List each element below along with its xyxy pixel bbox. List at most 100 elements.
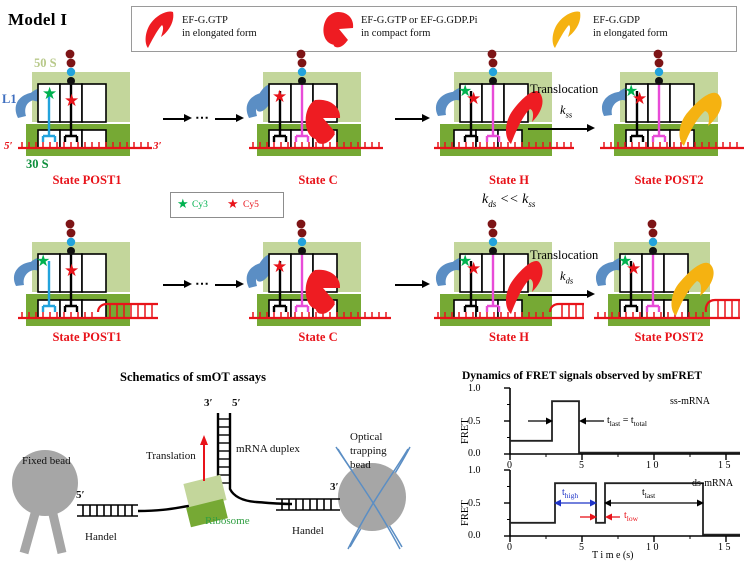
label-3prime-top: 3′ xyxy=(204,397,213,409)
svg-text:★: ★ xyxy=(626,259,641,278)
ribosome-diagram: ★ ★ xyxy=(434,219,584,326)
label-5prime-top: 5′ xyxy=(232,397,241,409)
transition-row1-1 xyxy=(395,112,435,128)
ribosome-diagram: ★ xyxy=(246,219,391,326)
legend-line-3b: in elongated form xyxy=(593,27,668,39)
legend-item-efg-gdp-elongated: EF-G.GDP in elongated form xyxy=(545,7,735,51)
cy3-label: Cy3 xyxy=(192,200,208,210)
efg-compact-red-icon xyxy=(305,269,341,314)
efg-legend-box: EF-G.GTP in elongated form EF-G.GTP or E… xyxy=(131,6,737,52)
legend-line-2a: EF-G.GTP or EF-G.GDP.Pi xyxy=(361,15,478,26)
legend-line-2b: in compact form xyxy=(361,27,431,39)
svg-text:★: ★ xyxy=(64,261,79,280)
fixed-bead-circle xyxy=(12,450,78,516)
label-optical-bead-1: Optical xyxy=(350,431,383,443)
label-mrna-duplex: mRNA duplex xyxy=(236,443,300,455)
label-translation: Translation xyxy=(146,450,196,462)
ytick-ss-0.0: 0.0 xyxy=(468,448,481,459)
anno-thigh-ds: thigh xyxy=(562,487,579,500)
smot-title: Schematics of smOT assays xyxy=(120,370,266,384)
xtick-ds-10: 1 0 xyxy=(646,542,659,553)
state-label-row2-2: State H xyxy=(489,330,529,344)
state-label-row1-0: State POST1 xyxy=(52,173,122,187)
transloc-label-row2: Translocation xyxy=(530,248,599,262)
efg-elongated-red-icon xyxy=(505,261,543,314)
efg-elongated-yellow-icon xyxy=(671,262,714,316)
complex-row1-post2: ★ ★ xyxy=(600,49,744,170)
anno-tlast-ttotal-ss: tlast = ttotal xyxy=(607,415,647,428)
label-fixed-bead: Fixed bead xyxy=(22,455,71,467)
anno-tlast-ds: tlast xyxy=(642,487,656,500)
state-label-row2-1: State C xyxy=(298,330,338,344)
cy5-star-icon: ★ xyxy=(227,196,239,211)
ribosome-diagram: ★ ★ xyxy=(15,49,152,156)
page-title: Model I xyxy=(8,10,68,29)
efg-compact-red-icon xyxy=(323,12,354,48)
label-3prime-right: 3′ xyxy=(330,481,339,493)
efg-compact-red-icon xyxy=(305,99,341,144)
transition-row1-2 xyxy=(528,122,600,138)
xtick-ss-10: 1 0 xyxy=(646,460,659,471)
dye-legend-box: ★ Cy3 ★ Cy5 xyxy=(170,192,284,218)
svg-text:★: ★ xyxy=(42,84,57,103)
state-label-row1-3: State POST2 xyxy=(634,173,704,187)
svg-text:★: ★ xyxy=(64,91,79,110)
xtick-ds-15: 1 5 xyxy=(718,542,731,553)
ribosome-diagram: ★ ★ xyxy=(434,49,574,156)
efg-elongated-yellow-icon xyxy=(679,92,722,146)
label-handel-right: Handel xyxy=(292,525,324,537)
label-mrna-3prime: 3′ xyxy=(153,140,162,152)
ribosome-diagram: ★ ★ xyxy=(600,49,744,156)
svg-text:★: ★ xyxy=(632,89,647,108)
smot-schematic: Fixed bead Handel Handel Translation mRN… xyxy=(0,385,440,561)
rate-label-row2: kds xyxy=(560,269,574,286)
cy5-label: Cy5 xyxy=(243,200,259,210)
fret-ss-svg xyxy=(504,387,740,460)
label-optical-bead-2: trapping xyxy=(350,445,387,457)
ytick-ss-0.5: 0.5 xyxy=(468,416,481,427)
complex-row2-stateH: ★ ★ xyxy=(434,219,584,340)
xtick-ss-15: 1 5 xyxy=(718,460,731,471)
svg-text:★: ★ xyxy=(466,89,481,108)
complex-row1-post1: ★ ★ 50 S L1 30 S 5′ 3′ xyxy=(2,49,162,171)
state-label-row1-1: State C xyxy=(298,173,338,187)
xlabel-ds: T i m e (s) xyxy=(592,550,634,561)
fret-ds-svg xyxy=(504,469,740,542)
transloc-label-row1: Translocation xyxy=(530,82,599,96)
ylabel-ds: FRET xyxy=(460,500,471,526)
ylabel-ss: FRET xyxy=(460,418,471,444)
transition-row2-0: ⋯ xyxy=(163,278,244,294)
efg-elongated-red-icon xyxy=(505,91,543,144)
state-label-row2-0: State POST1 xyxy=(52,330,122,344)
trace-label-ss: ss-mRNA xyxy=(670,396,711,407)
anno-tlow-ds: tlow xyxy=(624,510,639,523)
ytick-ds-0.0: 0.0 xyxy=(468,530,481,541)
complex-row1-stateC: ★ xyxy=(243,49,393,170)
svg-text:★: ★ xyxy=(466,259,481,278)
rate-comparison-label: kds << kss xyxy=(482,192,536,209)
trace-label-ds: ds-mRNA xyxy=(692,478,734,489)
svg-text:★: ★ xyxy=(458,253,472,270)
fret-trace-ss xyxy=(510,400,740,454)
fret-chart-ss-mrna: 1.0 0.5 0.0 0 5 1 0 1 5 FRET ss-mRNA tla… xyxy=(452,382,744,474)
label-mrna-5prime: 5′ xyxy=(4,140,13,152)
fret-trace-ds xyxy=(510,482,740,536)
complex-row2-stateC: ★ xyxy=(243,219,393,340)
ribosome-icon xyxy=(183,474,228,528)
legend-text-3: EF-G.GDP in elongated form xyxy=(593,15,668,40)
legend-text-2: EF-G.GTP or EF-G.GDP.Pi in compact form xyxy=(361,15,478,40)
xtick-ds-0: 0 xyxy=(507,542,512,553)
state-label-row1-2: State H xyxy=(489,173,529,187)
transition-row1-0: ⋯ xyxy=(163,112,244,128)
label-ribosome: Ribosome xyxy=(205,515,250,527)
fret-panel-title: Dynamics of FRET signals observed by smF… xyxy=(462,370,703,382)
optical-trapping-bead-circle xyxy=(338,463,406,531)
label-30s: 30 S xyxy=(26,157,49,171)
svg-text:★: ★ xyxy=(272,87,287,106)
ytick-ds-1.0: 1.0 xyxy=(468,465,481,476)
svg-text:★: ★ xyxy=(618,253,632,270)
svg-text:★: ★ xyxy=(458,83,472,100)
cy3-star-icon: ★ xyxy=(177,196,189,211)
complex-row2-post2: ★ ★ xyxy=(594,219,744,340)
legend-item-efg-gtp-compact: EF-G.GTP or EF-G.GDP.Pi in compact form xyxy=(317,7,567,51)
